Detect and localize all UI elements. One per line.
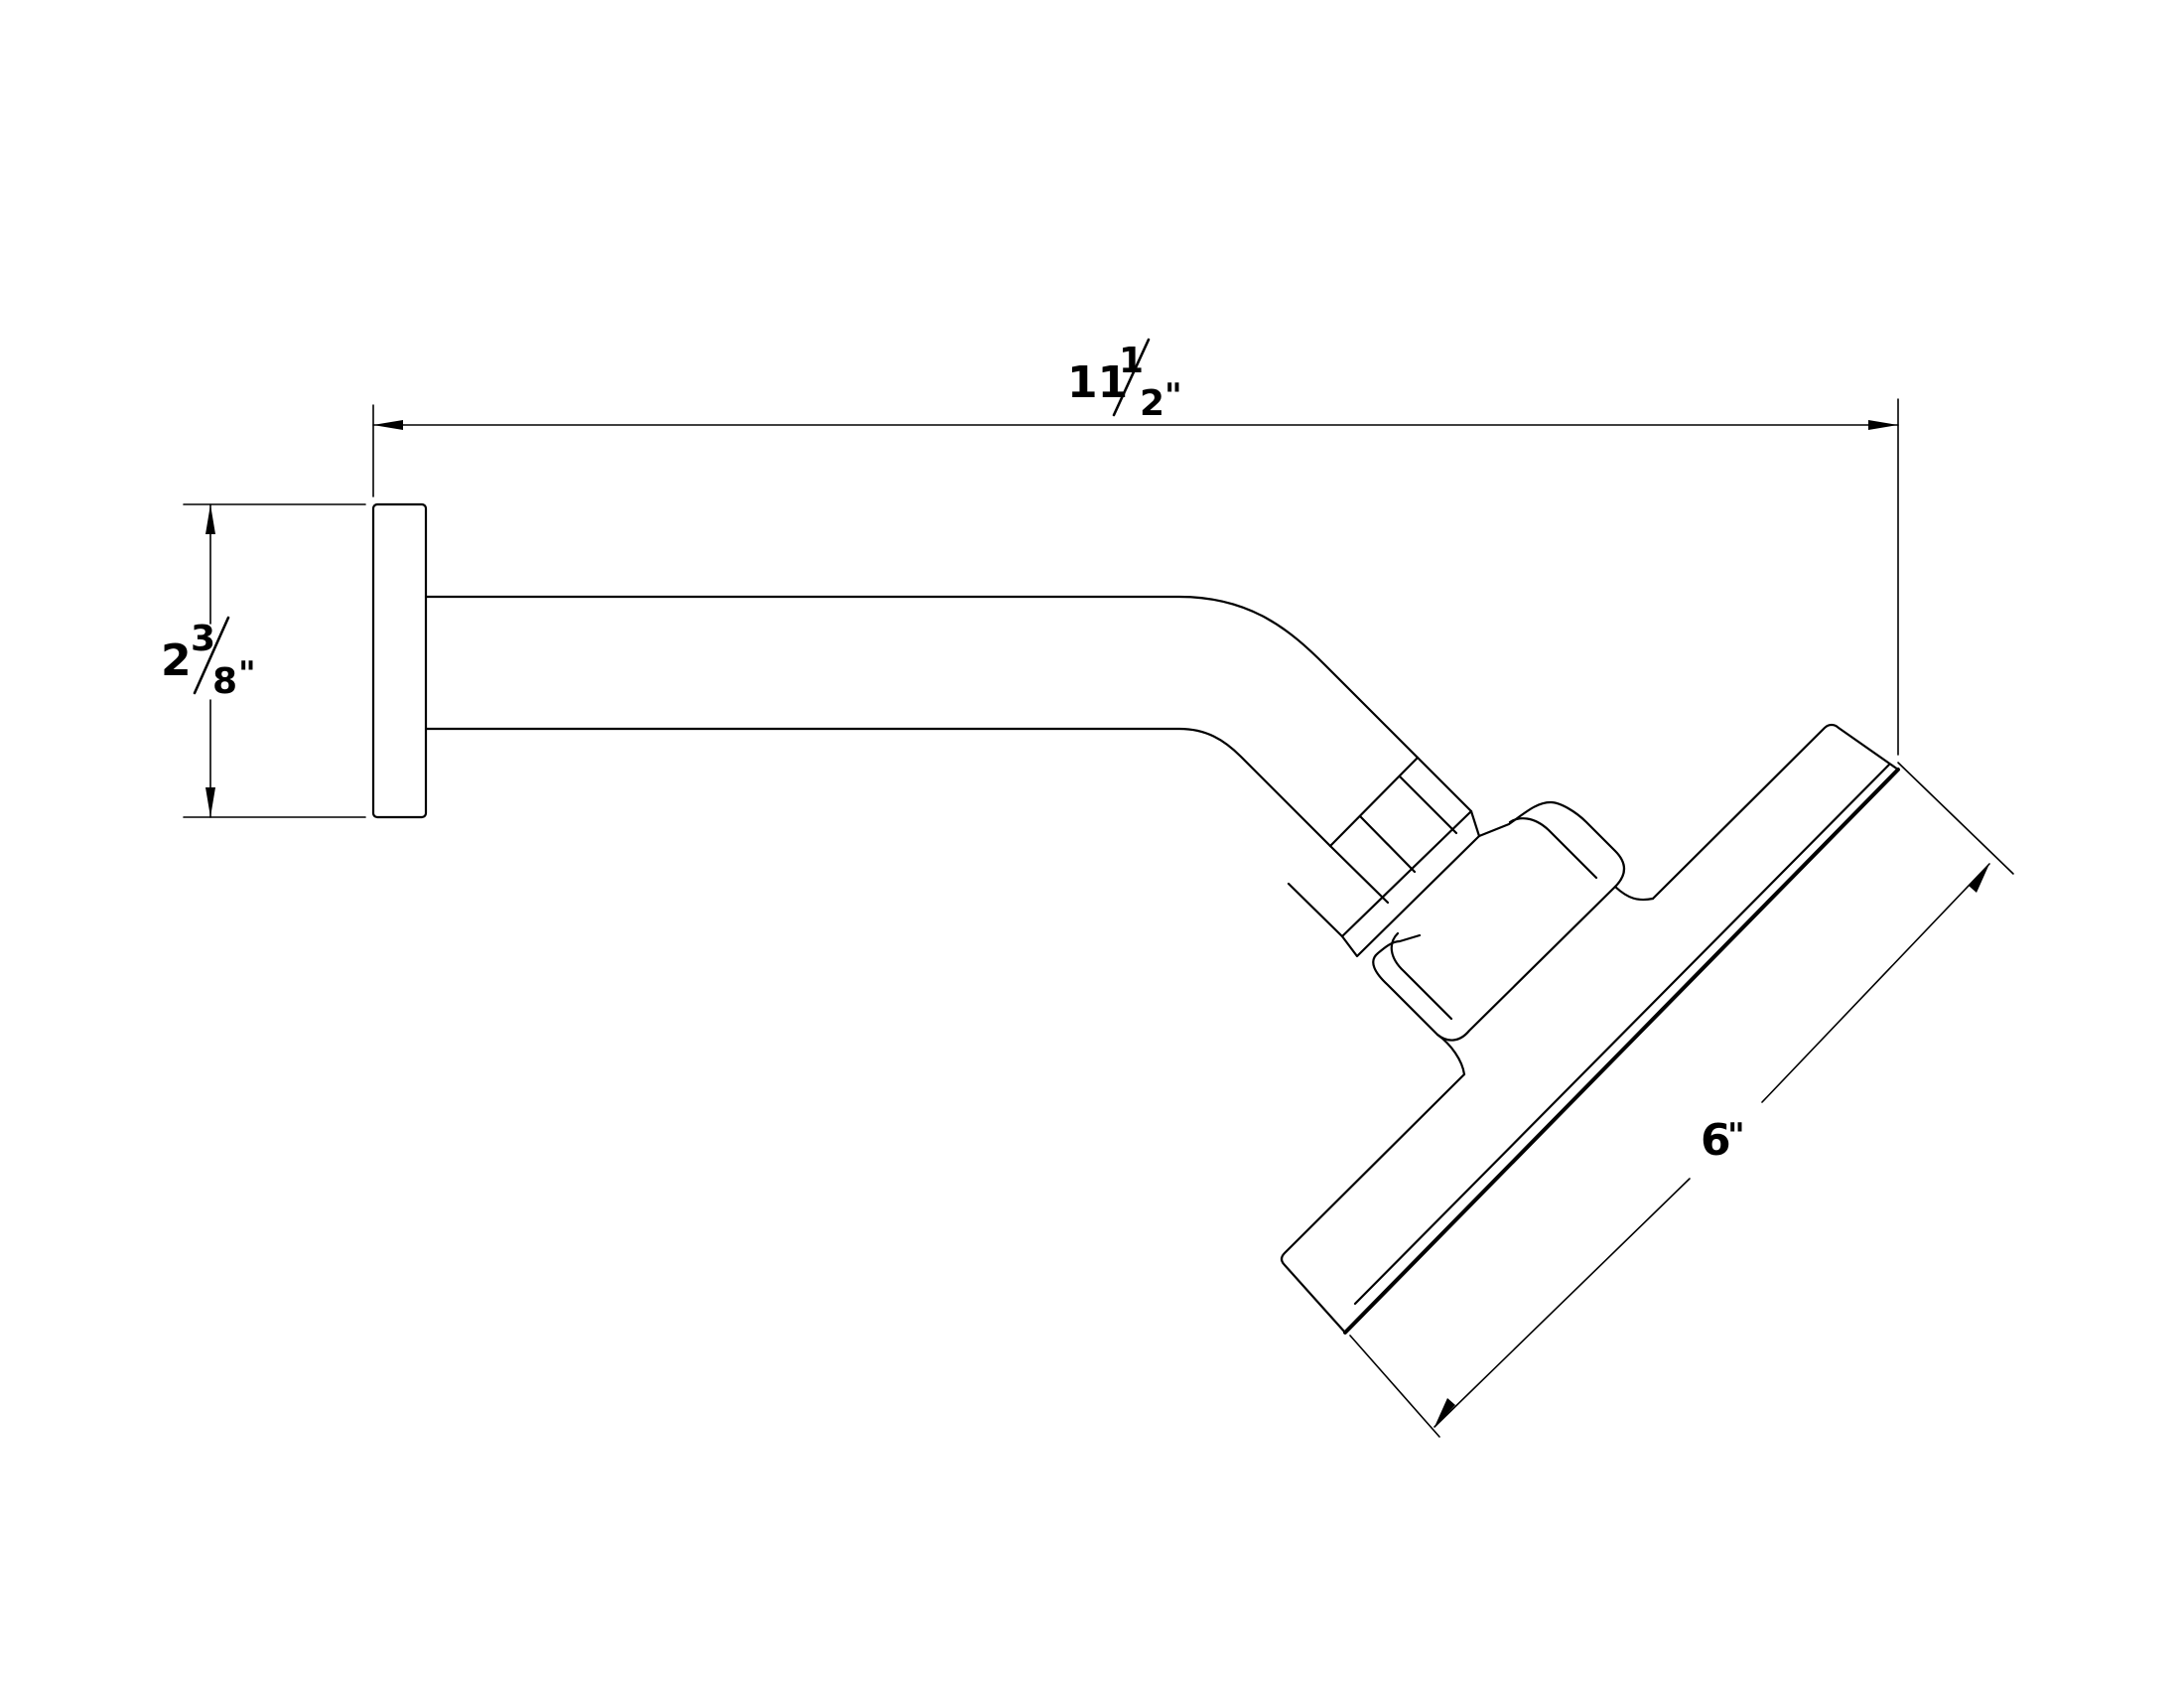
dimension-flange-height-label: 2 3 8 " xyxy=(161,616,256,702)
svg-text:11: 11 xyxy=(1067,357,1128,408)
svg-text:8: 8 xyxy=(212,661,237,702)
shower-head xyxy=(1280,723,1900,1335)
svg-text:2: 2 xyxy=(1140,383,1164,424)
swivel-joint xyxy=(1372,800,1655,1076)
hex-nut xyxy=(1287,756,1481,958)
dimension-overall-length-label: 11 1 2 " xyxy=(1067,338,1182,424)
shower-arm xyxy=(424,595,1420,848)
dimension-head-diameter-label: 6 " xyxy=(1701,1115,1745,1166)
wall-flange xyxy=(371,502,428,819)
svg-text:6: 6 xyxy=(1701,1115,1731,1166)
dimension-head-diameter xyxy=(1349,762,2014,1438)
svg-text:": " xyxy=(238,654,256,694)
svg-text:": " xyxy=(1164,376,1182,416)
svg-text:": " xyxy=(1727,1116,1745,1156)
svg-text:2: 2 xyxy=(161,635,192,686)
dimension-flange-height xyxy=(183,503,366,818)
dimension-overall-length xyxy=(372,398,1899,756)
